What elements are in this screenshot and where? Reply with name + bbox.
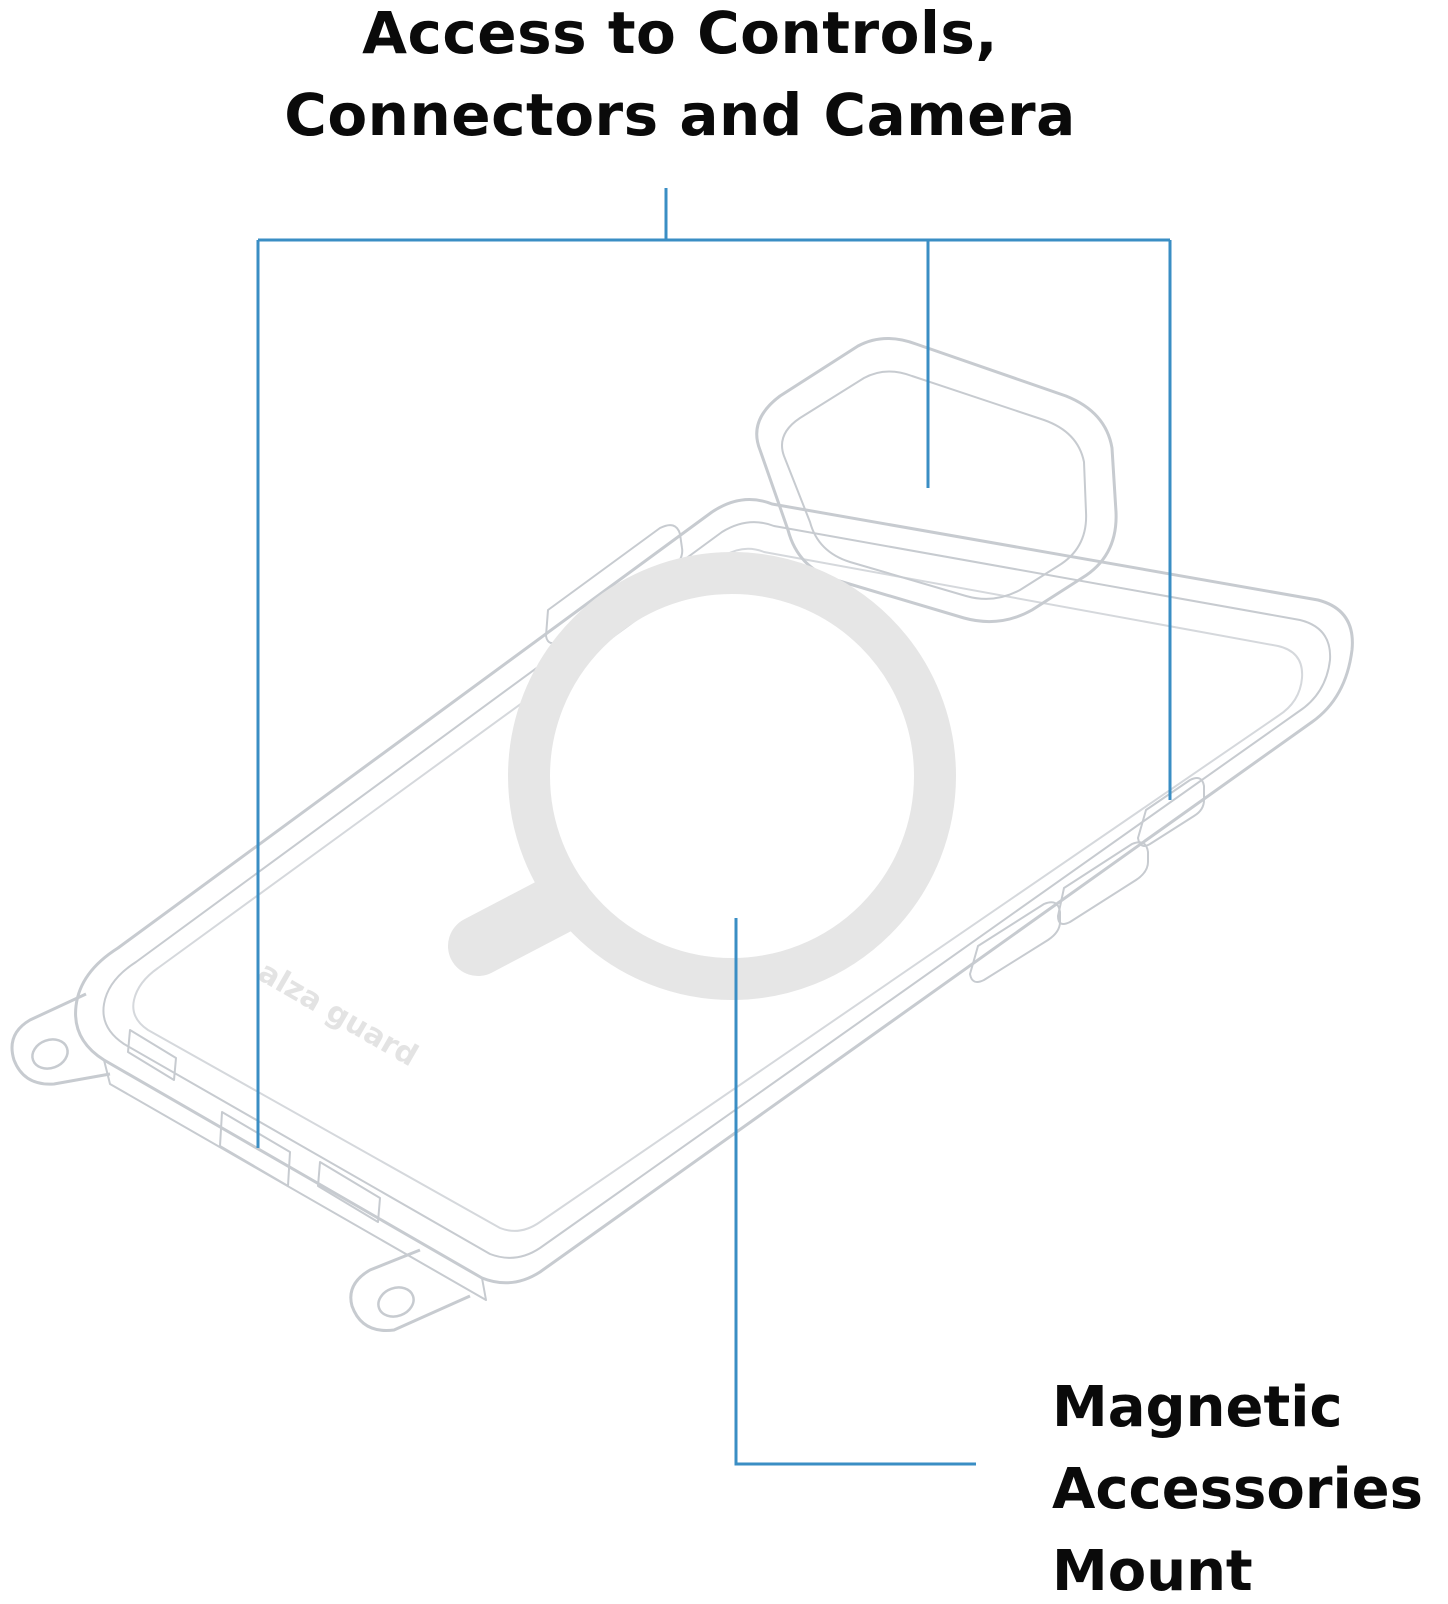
lanyard-loops bbox=[10, 992, 471, 1332]
leader-line-controls bbox=[256, 188, 1172, 1148]
camera-inner-frame bbox=[781, 370, 1088, 600]
volume-down-button bbox=[969, 901, 1061, 983]
mic-cutout bbox=[317, 1161, 381, 1223]
lanyard-loop-right bbox=[349, 1248, 471, 1332]
case-outer-edge bbox=[74, 498, 1354, 1285]
case-inner-edge bbox=[102, 521, 1332, 1259]
action-button bbox=[1137, 777, 1205, 847]
lanyard-loop-left bbox=[10, 992, 111, 1086]
magsafe-alignment-bar bbox=[448, 872, 592, 976]
bottom-connectors bbox=[127, 1029, 381, 1223]
magsafe-ring bbox=[448, 552, 956, 1000]
magnetic-callout-line-3: Mount bbox=[1052, 1539, 1253, 1604]
phone-case bbox=[74, 498, 1354, 1301]
leader-line-magnetic bbox=[734, 918, 976, 1466]
magnetic-callout-line-2: Accessories bbox=[1052, 1457, 1423, 1522]
speaker-cutout bbox=[127, 1029, 177, 1081]
lanyard-loop-left-hole bbox=[31, 1038, 69, 1070]
charging-port-cutout bbox=[219, 1111, 291, 1187]
case-bottom-edge bbox=[103, 1059, 487, 1301]
magsafe-ring-circle bbox=[508, 552, 956, 1000]
brand-logo: alza guard bbox=[252, 955, 424, 1074]
volume-up-button bbox=[1057, 841, 1149, 925]
lanyard-loop-right-hole bbox=[377, 1286, 415, 1318]
controls-callout-line-2: Connectors and Camera bbox=[284, 81, 1076, 149]
case-back-panel bbox=[132, 547, 1304, 1232]
leader-lines bbox=[256, 188, 1172, 1466]
controls-callout-line-1: Access to Controls, bbox=[362, 0, 998, 67]
magnetic-callout-line-1: Magnetic bbox=[1052, 1375, 1343, 1440]
